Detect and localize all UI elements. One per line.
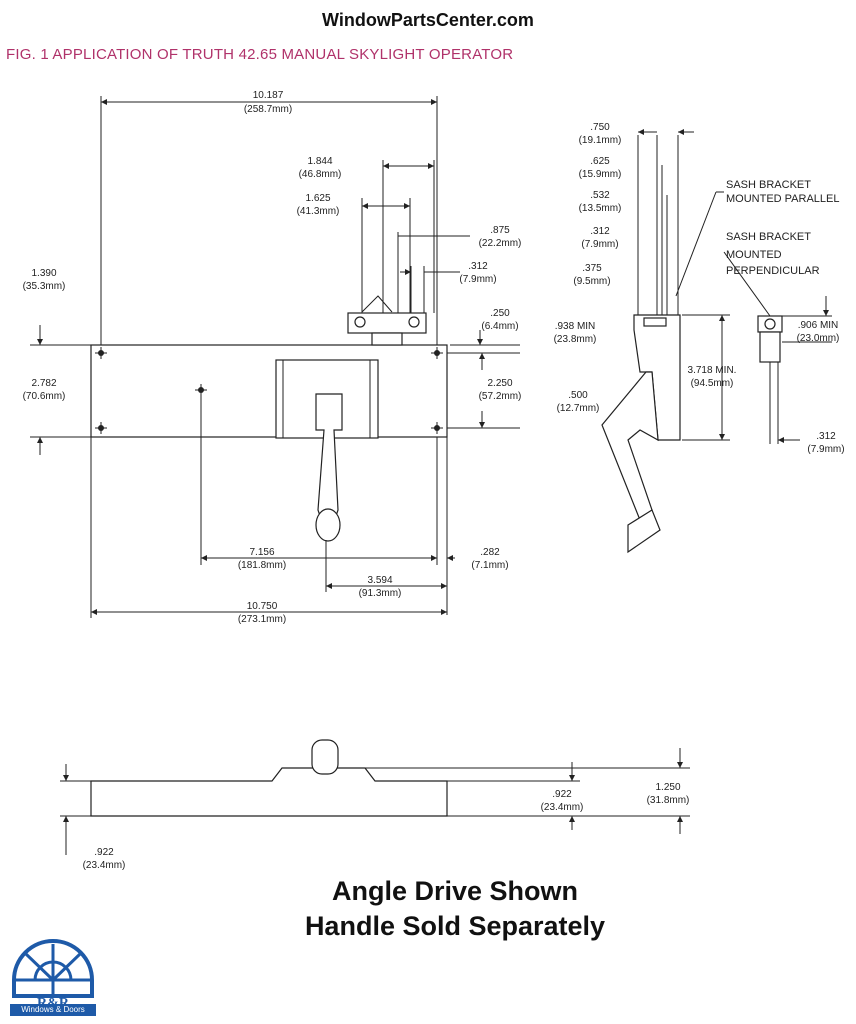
front-view: 10.187 (258.7mm) 1.844 (46.8mm) 1.625 (4… <box>23 90 522 625</box>
svg-text:(13.5mm): (13.5mm) <box>579 203 622 214</box>
note-parallel-2: MOUNTED PARALLEL <box>726 193 840 205</box>
dim-7156: 7.156 <box>249 547 274 558</box>
dim-922-right: .922 <box>552 789 572 800</box>
svg-text:(7.9mm): (7.9mm) <box>459 274 496 285</box>
dim-906: .906 MIN <box>798 320 839 331</box>
dim-250: .250 <box>490 308 510 319</box>
svg-text:(57.2mm): (57.2mm) <box>479 391 522 402</box>
base-plate <box>90 344 448 438</box>
dim-625: .625 <box>590 156 610 167</box>
dim-10750: 10.750 <box>247 601 278 612</box>
svg-text:(9.5mm): (9.5mm) <box>573 276 610 287</box>
bottom-view: .922 (23.4mm) .922 (23.4mm) 1.250 (31.8m… <box>60 739 690 871</box>
svg-text:(91.3mm): (91.3mm) <box>359 588 402 599</box>
figure-title: FIG. 1 APPLICATION OF TRUTH 42.65 MANUAL… <box>6 46 514 63</box>
dim-922-left: .922 <box>94 847 114 858</box>
svg-text:(35.3mm): (35.3mm) <box>23 281 66 292</box>
svg-text:(70.6mm): (70.6mm) <box>23 391 66 402</box>
svg-text:(273.1mm): (273.1mm) <box>238 614 286 625</box>
mount-hole <box>431 347 443 359</box>
dim-2782: 2.782 <box>31 378 56 389</box>
mount-hole <box>95 422 107 434</box>
svg-text:(6.4mm): (6.4mm) <box>481 321 518 332</box>
svg-text:(12.7mm): (12.7mm) <box>557 403 600 414</box>
dim-1250: 1.250 <box>655 782 680 793</box>
dim-500: .500 <box>568 390 588 401</box>
svg-text:(23.8mm): (23.8mm) <box>554 334 597 345</box>
dim-312-side: .312 <box>590 226 610 237</box>
svg-text:(22.2mm): (22.2mm) <box>479 238 522 249</box>
side-view: .750 (19.1mm) .625 (15.9mm) .532 (13.5mm… <box>554 122 845 554</box>
note-perp-2: MOUNTED <box>726 249 782 261</box>
dim-532: .532 <box>590 190 610 201</box>
svg-text:(94.5mm): (94.5mm) <box>691 378 734 389</box>
dim-3594: 3.594 <box>367 575 392 586</box>
note-perp-3: PERPENDICULAR <box>726 265 820 277</box>
dim-375: .375 <box>582 263 602 274</box>
svg-text:(31.8mm): (31.8mm) <box>647 795 690 806</box>
svg-text:(7.1mm): (7.1mm) <box>471 560 508 571</box>
note-perp-1: SASH BRACKET <box>726 231 811 243</box>
mount-hole <box>431 422 443 434</box>
dim-750: .750 <box>590 122 610 133</box>
svg-text:(41.3mm): (41.3mm) <box>297 206 340 217</box>
dim-938: .938 MIN <box>555 321 596 332</box>
mount-hole <box>195 384 207 396</box>
svg-text:(23.4mm): (23.4mm) <box>541 802 584 813</box>
site-title: WindowPartsCenter.com <box>322 10 534 30</box>
svg-text:(23.4mm): (23.4mm) <box>83 860 126 871</box>
svg-text:(7.9mm): (7.9mm) <box>581 239 618 250</box>
svg-text:(23.0mm): (23.0mm) <box>797 333 840 344</box>
logo-tagline: Windows & Doors <box>10 1004 96 1016</box>
dim-2250: 2.250 <box>487 378 512 389</box>
dim-312-front: .312 <box>468 261 488 272</box>
svg-text:(258.7mm): (258.7mm) <box>244 104 292 115</box>
dim-3718: 3.718 MIN. <box>688 365 737 376</box>
note-parallel-1: SASH BRACKET <box>726 179 811 191</box>
svg-text:(181.8mm): (181.8mm) <box>238 560 286 571</box>
dim-overall-top: 10.187 <box>253 90 284 101</box>
caption-handle-sold: Handle Sold Separately <box>304 911 606 941</box>
crank-arm-side <box>601 371 659 521</box>
mount-hole <box>95 347 107 359</box>
dim-1625: 1.625 <box>305 193 330 204</box>
dim-1390: 1.390 <box>31 268 56 279</box>
svg-text:(7.9mm): (7.9mm) <box>807 444 844 455</box>
svg-text:(15.9mm): (15.9mm) <box>579 169 622 180</box>
base-plate-bottom <box>90 767 448 817</box>
rr-logo-icon <box>12 939 94 998</box>
dim-875: .875 <box>490 225 510 236</box>
svg-text:(19.1mm): (19.1mm) <box>579 135 622 146</box>
handle-stub <box>311 739 339 775</box>
dim-282: .282 <box>480 547 500 558</box>
dim-1844: 1.844 <box>307 156 332 167</box>
caption-angle-drive: Angle Drive Shown <box>331 876 579 906</box>
dim-312-perp: .312 <box>816 431 836 442</box>
svg-text:(46.8mm): (46.8mm) <box>299 169 342 180</box>
